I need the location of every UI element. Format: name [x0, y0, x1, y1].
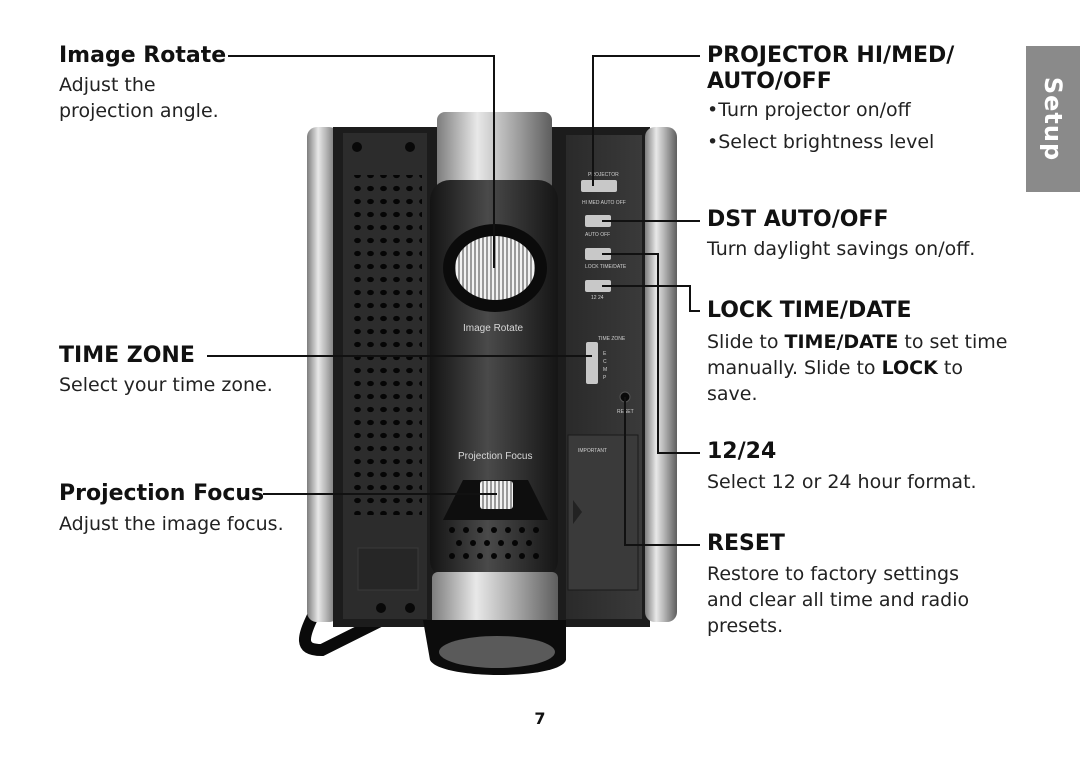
time-zone-switch [586, 342, 598, 384]
text-line: projection angle. [59, 100, 219, 122]
title-line: AUTO/OFF [707, 69, 832, 94]
time-zone-title: TIME ZONE [59, 343, 195, 368]
svg-text:PROJECTOR: PROJECTOR [588, 172, 619, 178]
lock-time-switch [585, 248, 611, 260]
svg-text:HI MED AUTO OFF: HI MED AUTO OFF [582, 200, 626, 206]
lock-time-title: LOCK TIME/DATE [707, 298, 912, 323]
svg-text:LOCK TIME/DATE: LOCK TIME/DATE [585, 264, 627, 270]
svg-text:12 24: 12 24 [591, 295, 604, 301]
projection-focus-description: Adjust the image focus. [59, 513, 284, 535]
hour-format-title: 12/24 [707, 439, 777, 464]
dst-switch [585, 215, 611, 227]
time-zone-description: Select your time zone. [59, 374, 273, 396]
callout-leader-lines [207, 55, 700, 546]
svg-text:AUTO OFF: AUTO OFF [585, 232, 610, 238]
lock-time-description: Slide to TIME/DATE to set time manually.… [707, 331, 1008, 405]
section-tab-label: Setup [1039, 76, 1067, 162]
text-line: Restore to factory settings [707, 563, 959, 585]
svg-text:TIME ZONE: TIME ZONE [598, 336, 626, 342]
reset-title: RESET [707, 531, 785, 556]
dst-description: Turn daylight savings on/off. [707, 238, 976, 260]
bullet-item: •Select brightness level [707, 131, 935, 153]
device-label-projection-focus: Projection Focus [458, 451, 532, 462]
svg-text:C: C [603, 359, 607, 365]
text-line: presets. [707, 615, 784, 637]
bullet-item: •Turn projector on/off [707, 99, 911, 121]
left-side-panel [307, 127, 339, 622]
projector-title: PROJECTOR HI/MED/ AUTO/OFF [707, 43, 954, 95]
hour-format-description: Select 12 or 24 hour format. [707, 471, 977, 493]
image-rotate-title: Image Rotate [59, 43, 227, 68]
projection-focus-title: Projection Focus [59, 481, 265, 506]
right-side-panel [645, 127, 677, 622]
image-rotate-description: Adjust the projection angle. [59, 72, 219, 124]
text-line: and clear all time and radio [707, 589, 970, 611]
device-label-image-rotate: Image Rotate [463, 323, 523, 334]
svg-text:M: M [603, 367, 607, 373]
projector-switch [581, 180, 617, 192]
speaker-grill [350, 175, 422, 515]
hour-format-switch [585, 280, 611, 292]
title-line: PROJECTOR HI/MED/ [707, 43, 955, 68]
projector-bullets: •Turn projector on/off •Select brightnes… [707, 97, 934, 155]
projector-base-cap [432, 572, 558, 627]
svg-text:IMPORTANT: IMPORTANT [578, 448, 607, 454]
svg-text:P: P [603, 375, 607, 381]
reset-description: Restore to factory settings and clear al… [707, 561, 969, 639]
svg-text:E: E [603, 351, 607, 357]
section-tab-setup: Setup [1026, 46, 1080, 192]
page-number: 7 [534, 709, 546, 728]
text-line: Adjust the [59, 74, 156, 96]
dst-title: DST AUTO/OFF [707, 207, 889, 232]
